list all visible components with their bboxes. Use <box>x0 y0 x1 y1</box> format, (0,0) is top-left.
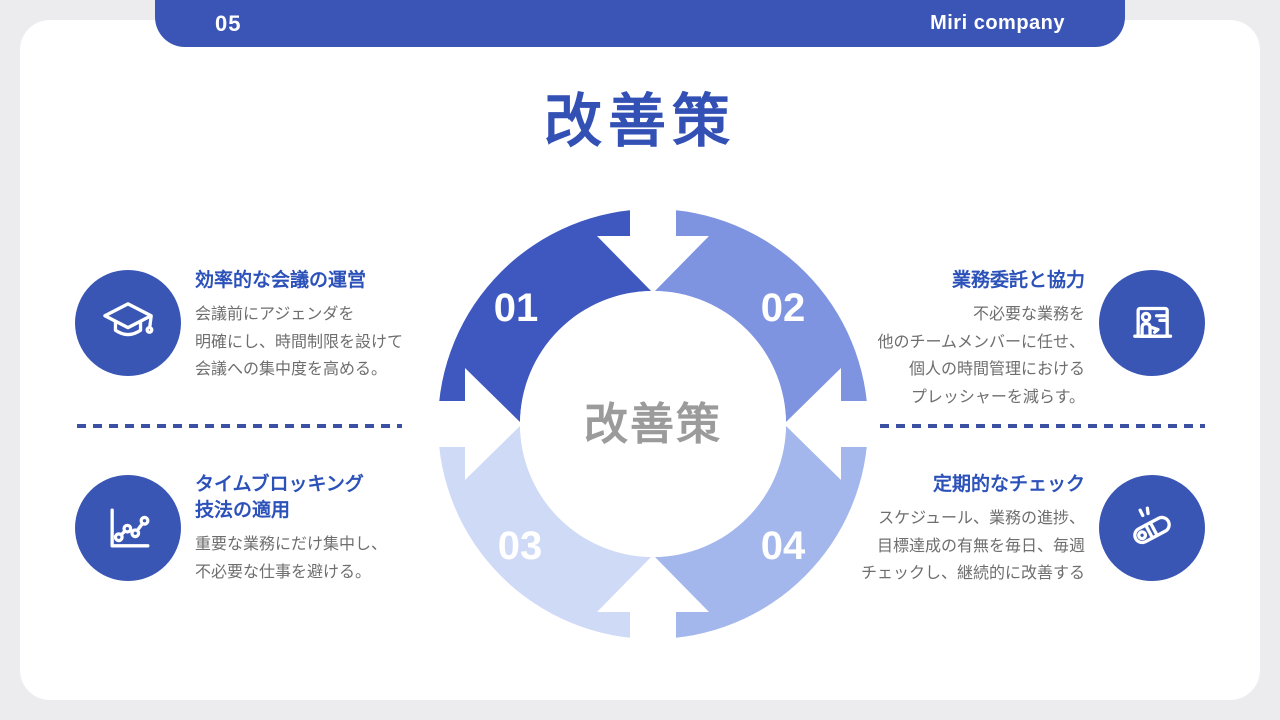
page-number: 05 <box>215 10 242 36</box>
icon-circle-02 <box>1099 270 1205 376</box>
cycle-segment-02 <box>653 209 868 424</box>
line-chart-icon <box>110 508 150 548</box>
icon-circle-04 <box>1099 475 1205 581</box>
presentation-board-icon <box>1133 306 1173 338</box>
item-block-01: 効率的な会議の運営 会議前にアジェンダを 明確にし、時間制限を設けて 会議への集… <box>195 268 415 384</box>
step-number-01: 01 <box>494 286 539 330</box>
company-name: Miri company <box>930 12 1065 34</box>
step-number-04: 04 <box>761 524 806 568</box>
icon-circle-03 <box>75 475 181 581</box>
cycle-segment-04 <box>653 424 868 639</box>
dashed-divider-right <box>880 424 1205 428</box>
item-heading-01: 効率的な会議の運営 <box>195 270 367 291</box>
item-block-04: 定期的なチェック スケジュール、業務の進捗、 目標達成の有無を毎日、毎週 チェッ… <box>835 472 1085 588</box>
cycle-segment-03 <box>438 424 653 639</box>
header-bar: 05 Miri company <box>155 0 1125 47</box>
cycle-segment-01 <box>438 209 653 424</box>
item-heading-03: タイムブロッキング 技法の適用 <box>195 474 364 522</box>
item-heading-04: 定期的なチェック <box>932 474 1085 495</box>
step-number-02: 02 <box>761 286 806 330</box>
item-body-02: 不必要な業務を 他のチームメンバーに任せ、 個人の時間管理における プレッシャー… <box>877 306 1085 406</box>
diagram-center-label: 改善策 <box>584 400 722 449</box>
item-body-01: 会議前にアジェンダを 明確にし、時間制限を設けて 会議への集中度を高める。 <box>195 306 404 379</box>
cycle-diagram: 01 02 03 04 改善策 <box>425 196 881 652</box>
item-block-03: タイムブロッキング 技法の適用 重要な業務にだけ集中し、 不必要な仕事を避ける。 <box>195 472 415 586</box>
icon-circle-01 <box>75 270 181 376</box>
item-block-02: 業務委託と協力 不必要な業務を 他のチームメンバーに任せ、 個人の時間管理におけ… <box>840 268 1085 411</box>
step-number-03: 03 <box>498 524 543 568</box>
item-body-04: スケジュール、業務の進捗、 目標達成の有無を毎日、毎週 チェックし、継続的に改善… <box>860 510 1085 583</box>
item-body-03: 重要な業務にだけ集中し、 不必要な仕事を避ける。 <box>195 536 388 581</box>
slide-title: 改善策 <box>543 89 736 154</box>
diploma-scroll-icon <box>1133 506 1171 545</box>
dashed-divider-left <box>77 424 402 428</box>
item-heading-02: 業務委託と協力 <box>951 270 1085 291</box>
cycle-arrow-icon <box>597 196 709 293</box>
diagram-center-circle <box>520 291 786 557</box>
graduation-cap-icon <box>103 302 154 337</box>
